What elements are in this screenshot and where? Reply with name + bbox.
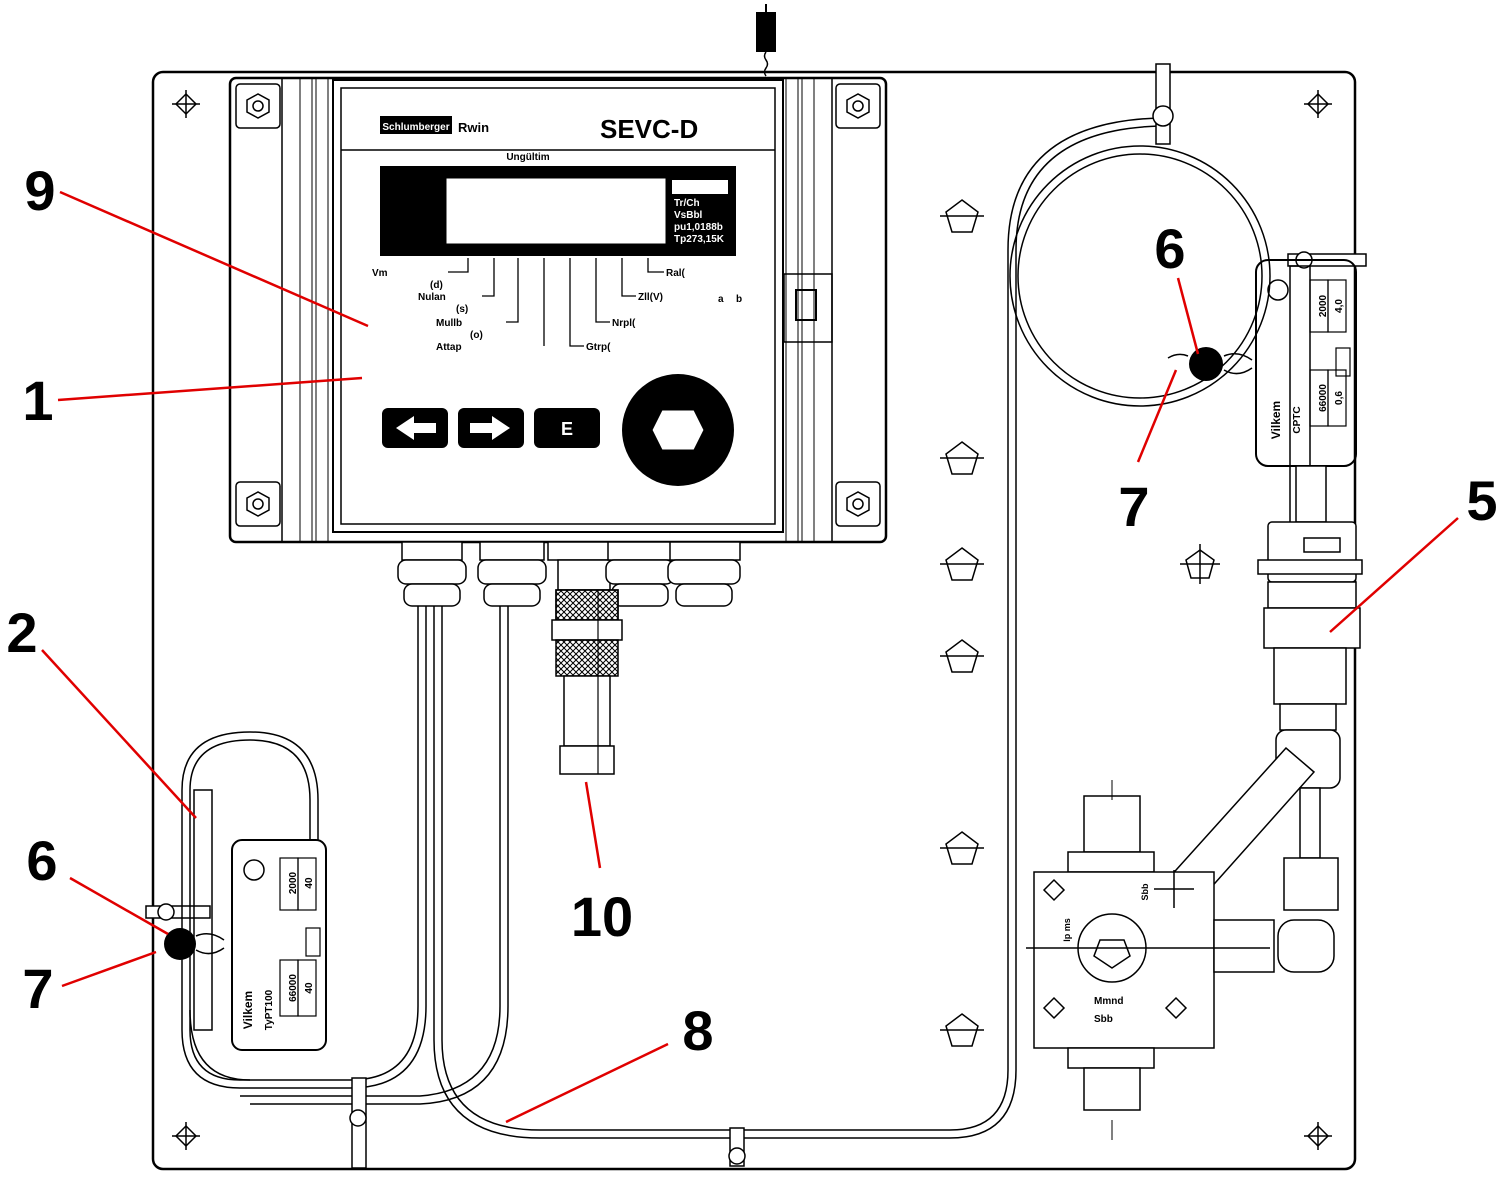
callout-8: 8 <box>682 999 713 1062</box>
callout-9: 9 <box>24 159 55 222</box>
callout-1: 1 <box>22 369 53 432</box>
display-line-4: Tp273,15K <box>674 234 725 245</box>
menu-label-d: (d) <box>430 280 443 291</box>
left-sensor-type: TyPT100 <box>264 989 275 1030</box>
key-enter-label: E <box>561 419 573 439</box>
pressure-transducer <box>1257 465 1363 731</box>
menu-label-mullb: Mullb <box>436 318 462 329</box>
right-sensor-type: CPTC <box>1292 406 1303 433</box>
valve-text-bottom: Sbb <box>1094 1014 1113 1025</box>
left-sensor-value-2: 40 <box>304 877 315 889</box>
display-line-3: pu1,0188b <box>674 222 723 233</box>
pulse-connector <box>551 589 623 775</box>
display-header: Ungültim <box>506 152 549 163</box>
menu-label-s: (s) <box>456 304 468 315</box>
menu-label-nulan: Nulan <box>418 292 446 303</box>
model-name: SEVC-D <box>600 114 698 144</box>
top-antenna <box>756 4 776 77</box>
right-sensor-value-4: 0,6 <box>1334 391 1345 405</box>
valve-text-right: Sbb <box>1140 883 1150 901</box>
right-sensor-plate: 2000 4,0 66000 0,6 Vilkem CPTC <box>1255 259 1357 467</box>
key-left-arrow[interactable] <box>382 408 448 448</box>
right-sensor-value-2: 4,0 <box>1334 299 1345 313</box>
menu-label-vm: Vm <box>372 268 388 279</box>
left-cable-loop <box>181 731 319 1081</box>
menu-label-o: (o) <box>470 330 483 341</box>
left-sensor-value-3: 66000 <box>288 974 299 1002</box>
lcd-display: Tr/Ch VsBbl pu1,0188b Tp273,15K <box>380 166 736 256</box>
menu-label-gtrp: Gtrp( <box>586 342 611 353</box>
menu-label-ral: Ral( <box>666 268 686 279</box>
valve-text-top: Mmnd <box>1094 996 1123 1007</box>
display-line-2: VsBbl <box>674 210 703 221</box>
left-seal <box>164 928 225 960</box>
right-cable-loop <box>1009 145 1271 407</box>
menu-label-attap: Attap <box>436 342 462 353</box>
cable-clamps <box>145 63 1367 1169</box>
brand-logo: Schlumberger <box>382 122 449 133</box>
callout-leaders <box>41 190 1459 1124</box>
left-sensor-value-1: 2000 <box>288 871 299 894</box>
callout-6-left: 6 <box>26 829 57 892</box>
three-way-valve <box>1026 780 1275 1140</box>
callout-2: 2 <box>6 601 37 664</box>
valve-text-left: lp ms <box>1062 918 1072 942</box>
callout-5: 5 <box>1466 469 1497 532</box>
left-sensor-plate: 2000 40 66000 40 Vilkem TyPT100 <box>231 839 327 1051</box>
sensor-cables <box>181 117 1161 1139</box>
display-line-1: Tr/Ch <box>674 198 700 209</box>
key-right-arrow[interactable] <box>458 408 524 448</box>
cable-glands <box>397 541 741 607</box>
right-sensor-name: Vilkem <box>1269 401 1283 439</box>
callout-7-left: 7 <box>22 957 53 1020</box>
left-sensor-value-4: 40 <box>304 982 315 994</box>
menu-label-b: b <box>736 294 742 305</box>
optical-port <box>622 374 734 486</box>
left-temperature-probe <box>193 789 213 1031</box>
callout-6-right: 6 <box>1154 217 1185 280</box>
brand-suffix: Rwin <box>458 120 489 135</box>
right-sensor-value-1: 2000 <box>1318 294 1329 317</box>
callout-10: 10 <box>571 885 633 948</box>
menu-label-nrpl: Nrpl( <box>612 318 636 329</box>
key-enter[interactable]: E <box>534 408 600 448</box>
callout-7-right: 7 <box>1118 475 1149 538</box>
right-sensor-value-3: 66000 <box>1318 384 1329 412</box>
menu-label-a: a <box>718 294 724 305</box>
right-seal <box>1167 347 1253 381</box>
menu-label-zll: Zll(V) <box>638 292 663 303</box>
left-sensor-name: Vilkem <box>241 991 255 1029</box>
brand-logo-box <box>380 116 452 134</box>
plate-fixing-marks <box>172 90 1332 1150</box>
wall-bolts <box>940 199 984 1047</box>
menu-leaders <box>448 258 664 347</box>
